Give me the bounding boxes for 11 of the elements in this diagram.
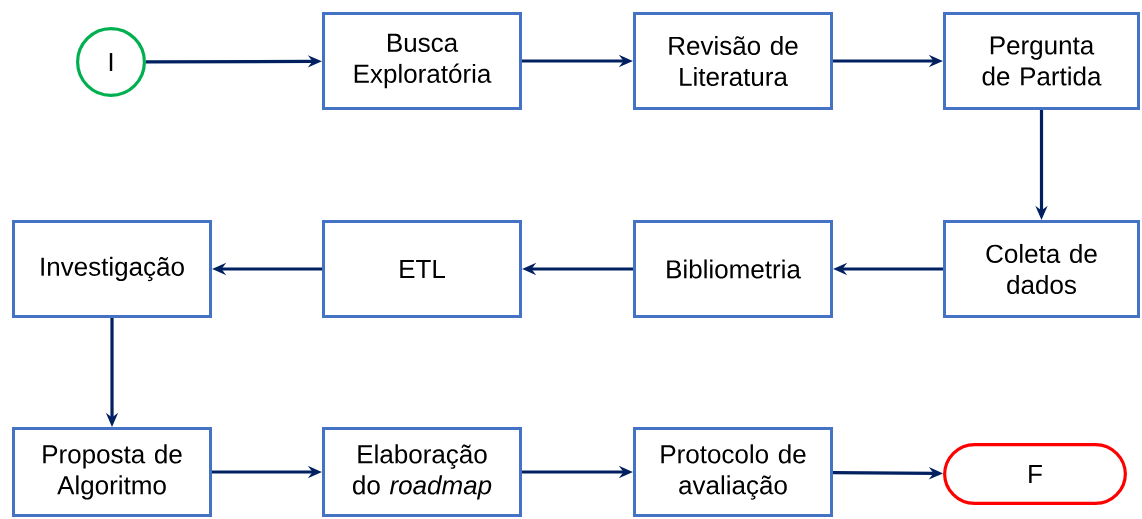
process-box: Coleta de dados — [943, 220, 1140, 318]
process-box: Elaboração do roadmap — [322, 427, 522, 517]
process-box: Revisão de Literatura — [633, 12, 833, 110]
process-box: Protocolo de avaliação — [633, 427, 833, 517]
end-terminal: F — [943, 443, 1127, 505]
process-box: ETL — [322, 220, 522, 318]
process-box: Proposta de Algoritmo — [12, 427, 212, 517]
process-box: Bibliometria — [633, 220, 833, 318]
process-box: Investigação — [12, 220, 212, 318]
process-box: Pergunta de Partida — [943, 12, 1140, 110]
process-box: Busca Exploratória — [322, 12, 522, 110]
